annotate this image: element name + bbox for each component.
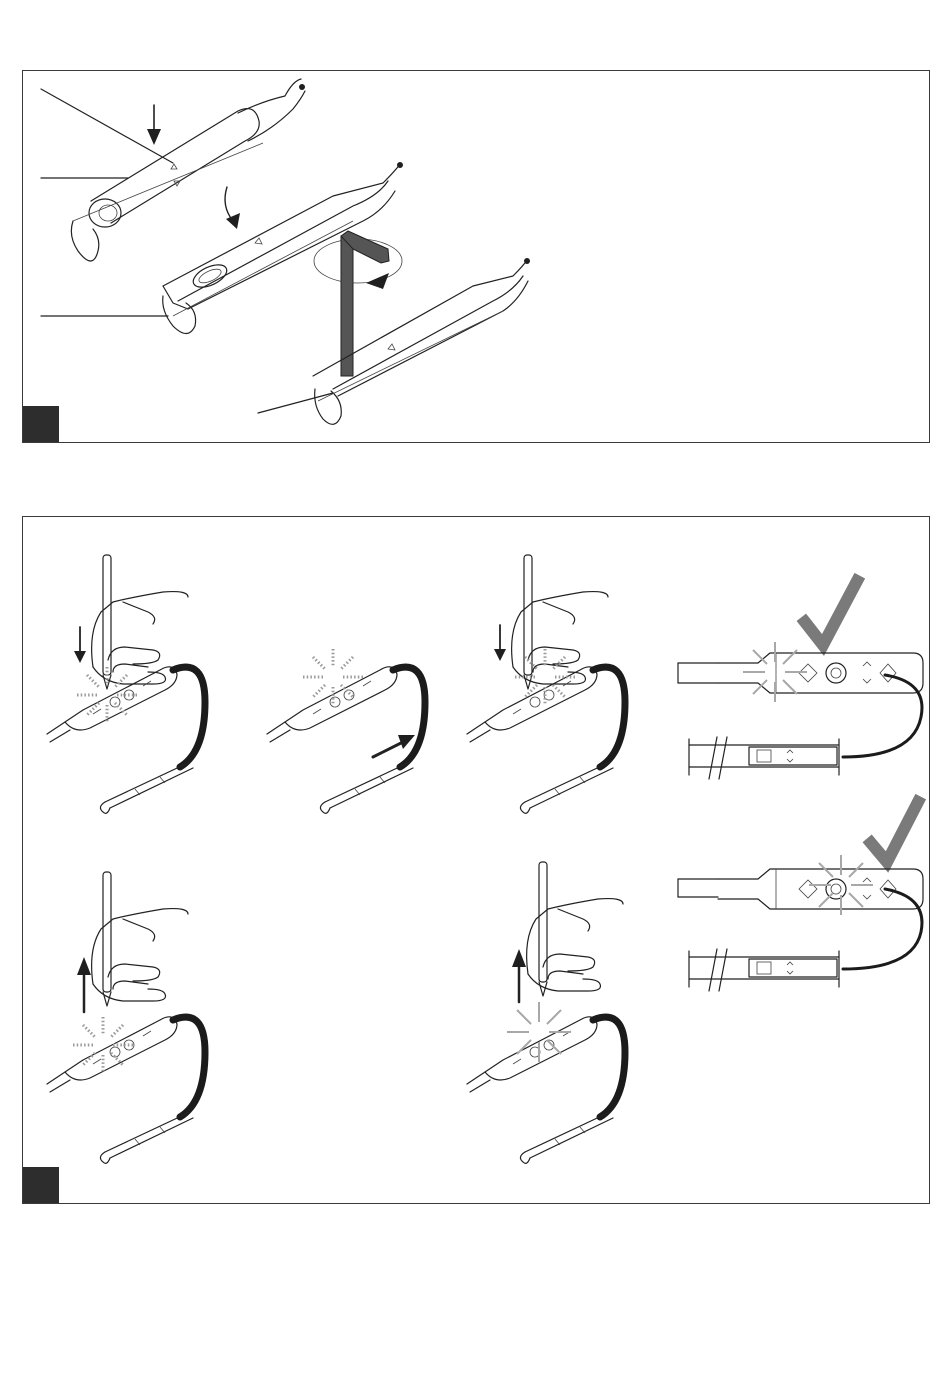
check-icon <box>871 802 918 862</box>
down-arrow-icon <box>147 105 161 145</box>
step-marker <box>23 406 59 442</box>
step-slide-device <box>267 649 425 813</box>
result-check-led-left <box>678 581 923 779</box>
step-press-button <box>47 555 205 813</box>
step-release-pencil <box>47 872 205 1163</box>
operation-panel <box>22 516 930 1204</box>
up-arrow-icon <box>512 949 526 1002</box>
pointer-line-hex <box>258 393 333 413</box>
hex-key <box>314 231 402 376</box>
slide-arrow-icon <box>373 735 415 757</box>
up-arrow-icon <box>77 957 91 1012</box>
step-release-pencil-final <box>467 862 625 1163</box>
installation-illustration <box>23 71 931 444</box>
handle-tube <box>71 79 305 261</box>
curved-arrow-icon <box>225 187 240 229</box>
operation-illustration <box>23 517 931 1205</box>
installation-panel <box>22 70 930 443</box>
step-marker <box>23 1167 59 1203</box>
down-arrow-icon <box>74 627 86 663</box>
check-icon <box>805 581 857 645</box>
result-check-led-right <box>678 802 923 991</box>
down-arrow-icon <box>494 625 506 661</box>
step-press-button-again <box>467 555 625 813</box>
